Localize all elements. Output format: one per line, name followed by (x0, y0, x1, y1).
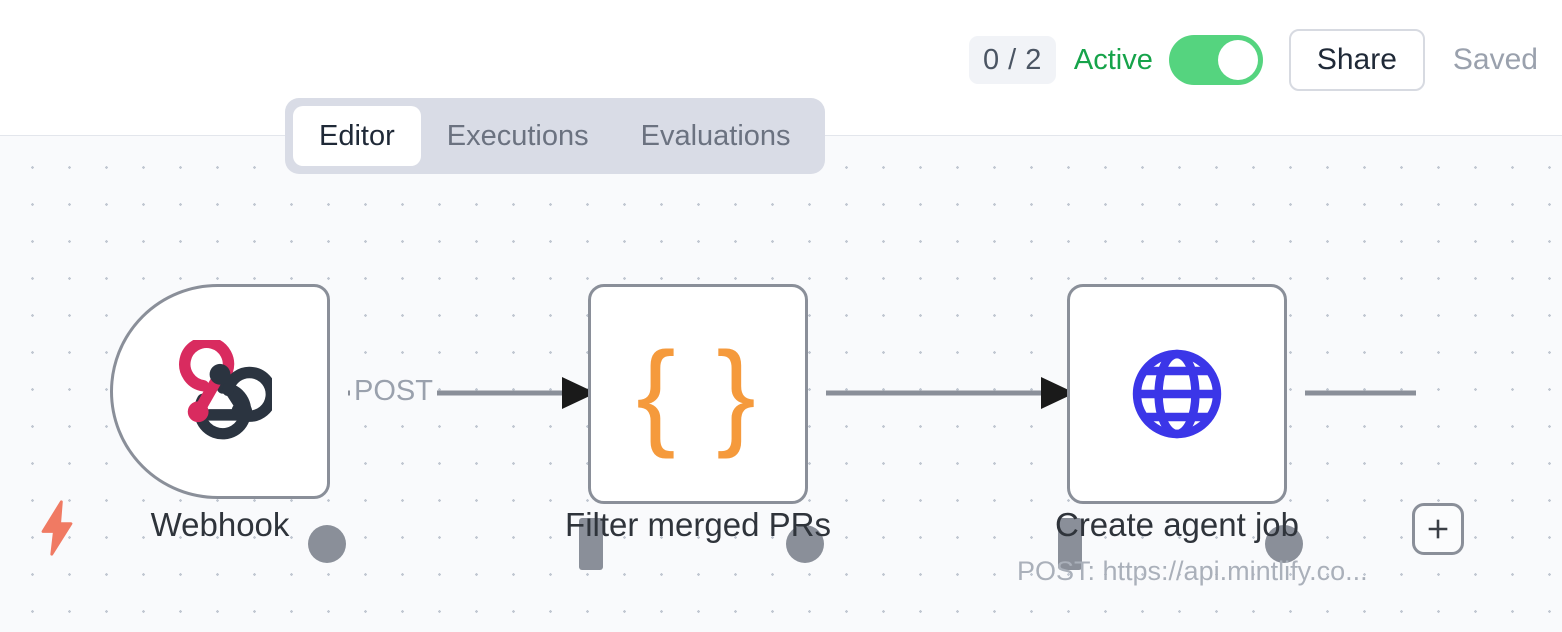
create-agent-job-output-port[interactable] (1265, 525, 1303, 563)
node-label-create-agent-job: Create agent job (1054, 506, 1299, 543)
add-node-button[interactable] (1412, 503, 1464, 555)
tab-executions[interactable]: Executions (446, 119, 589, 152)
node-webhook[interactable] (110, 284, 346, 563)
run-count-badge: 0 / 2 (968, 36, 1056, 84)
header-actions: 0 / 2 Active Share Saved (968, 28, 1538, 92)
filter-input-port[interactable] (579, 518, 603, 570)
filter-output-port[interactable] (786, 525, 824, 563)
node-create-agent-job[interactable] (1058, 284, 1303, 570)
workflow-active-toggle[interactable] (1168, 35, 1263, 85)
node-filter-merged-prs[interactable]: { } (579, 284, 824, 570)
globe-icon (1070, 287, 1284, 501)
webhook-output-port[interactable] (308, 525, 346, 563)
connection-label-post: POST (350, 374, 437, 408)
create-agent-job-input-port[interactable] (1058, 518, 1082, 570)
tab-evaluations[interactable]: Evaluations (640, 119, 791, 152)
tab-editor[interactable]: Editor (293, 106, 421, 166)
webhook-icon (113, 287, 327, 496)
code-braces-icon: { } (591, 287, 805, 501)
view-tab-bar: Editor Executions Evaluations (285, 98, 825, 174)
share-button[interactable]: Share (1288, 29, 1425, 91)
saved-status-text: Saved (1452, 43, 1538, 76)
lightning-bolt-icon (36, 499, 78, 557)
code-braces-glyph: { } (636, 328, 760, 460)
node-subtitle-create-agent-job: POST: https://api.mintlify.co... (1017, 556, 1368, 586)
workflow-canvas[interactable]: POST Web (0, 135, 1562, 632)
node-label-filter-merged-prs: Filter merged PRs (565, 506, 831, 543)
workflow-status-label: Active (1073, 43, 1153, 76)
plus-icon (1428, 519, 1448, 539)
toggle-knob (1217, 40, 1258, 80)
node-label-webhook: Webhook (150, 506, 290, 543)
